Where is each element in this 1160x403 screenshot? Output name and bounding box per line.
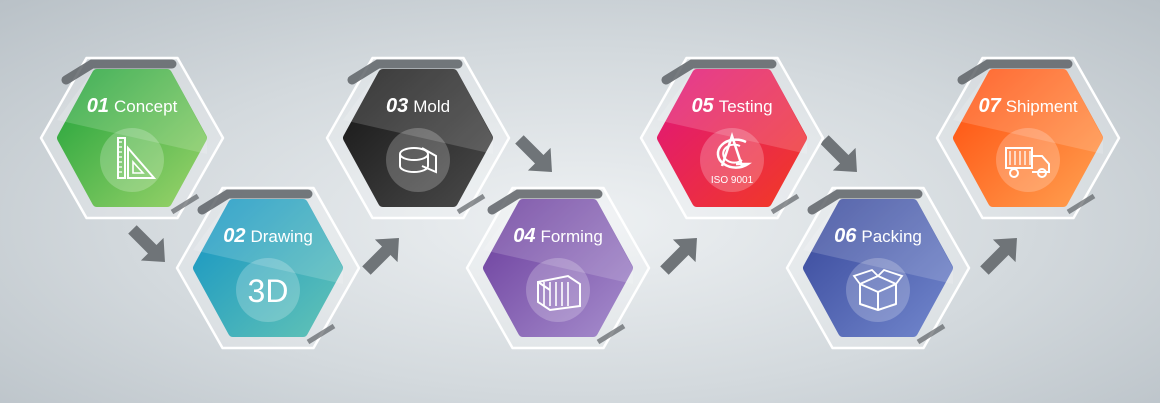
hex-tile <box>953 69 1103 207</box>
step-02-drawing: 02 Drawing 3D <box>175 186 361 350</box>
flow-arrow-icon <box>128 225 165 262</box>
step-number: 05 <box>691 95 714 117</box>
step-03-mold: 03 Mold <box>325 56 511 220</box>
icon-text: ISO 9001 <box>711 175 754 186</box>
step-label: Testing <box>719 97 773 116</box>
hex-tile <box>483 199 633 337</box>
3d-icon: 3D <box>236 258 300 322</box>
hex-tile <box>803 199 953 337</box>
step-label: Packing <box>861 227 921 246</box>
flow-arrow-icon <box>660 238 697 275</box>
ruler-triangle-icon <box>100 128 164 192</box>
step-number: 07 <box>978 95 1001 117</box>
forming-icon <box>526 258 590 322</box>
flow-arrow-icon <box>515 135 552 172</box>
step-title: 04 Forming <box>513 225 603 247</box>
step-label: Forming <box>540 227 602 246</box>
step-number: 06 <box>834 225 857 247</box>
step-title: 03 Mold <box>386 95 450 117</box>
step-label: Shipment <box>1006 97 1078 116</box>
step-01-concept: 01 Concept <box>39 56 225 220</box>
flow-arrow-icon <box>980 238 1017 275</box>
step-number: 02 <box>223 225 245 247</box>
icon-text: 3D <box>248 273 289 309</box>
step-number: 04 <box>513 225 535 247</box>
mold-icon <box>386 128 450 192</box>
hex-tile <box>343 69 493 207</box>
flow-arrow-icon <box>362 238 399 275</box>
step-number: 03 <box>386 95 408 117</box>
hex-tile <box>193 199 343 337</box>
hex-tile <box>57 69 207 207</box>
step-title: 05 Testing <box>691 95 772 117</box>
step-label: Mold <box>413 97 450 116</box>
step-label: Drawing <box>250 227 312 246</box>
flow-arrow-icon <box>820 135 857 172</box>
truck-icon <box>996 128 1060 192</box>
step-title: 02 Drawing <box>223 225 313 247</box>
iso-cert-icon: ISO 9001 <box>700 128 764 192</box>
step-title: 07 Shipment <box>978 95 1077 117</box>
step-04-forming: 04 Forming <box>465 186 651 350</box>
step-number: 01 <box>87 95 109 117</box>
step-title: 01 Concept <box>87 95 178 117</box>
step-label: Concept <box>114 97 178 116</box>
box-icon <box>846 258 910 322</box>
step-07-shipment: 07 Shipment <box>935 56 1121 220</box>
